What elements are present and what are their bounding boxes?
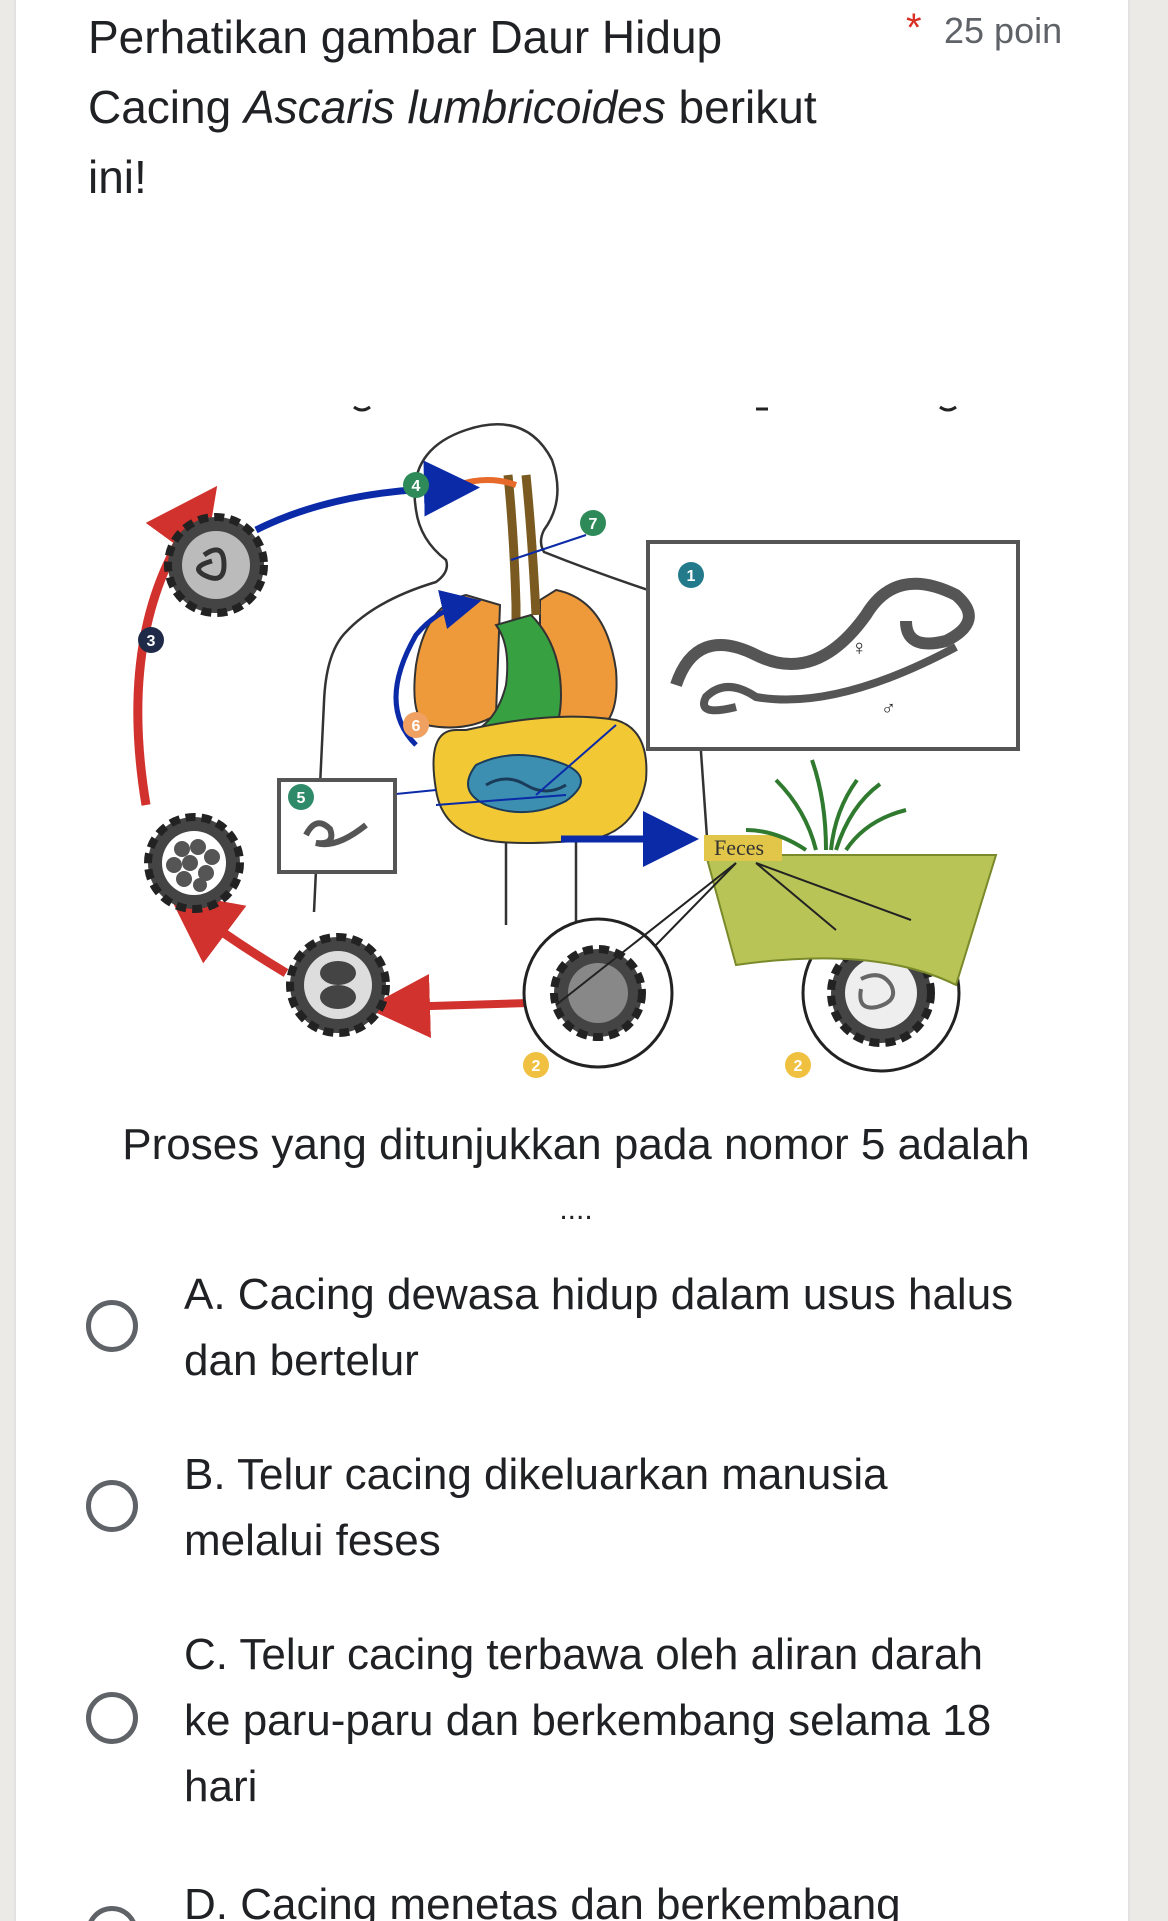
label-1: 1 bbox=[678, 562, 704, 588]
prompt-line2: .... bbox=[559, 1193, 593, 1226]
arrow-to-lungs bbox=[393, 590, 482, 747]
svg-text:1: 1 bbox=[687, 568, 696, 585]
label-2b: 2 bbox=[785, 1052, 811, 1078]
option-label: B. Telur cacing dikeluarkan manusia mela… bbox=[184, 1442, 1054, 1574]
required-asterisk: * bbox=[906, 6, 922, 50]
soil bbox=[704, 854, 998, 987]
egg-unembryonated bbox=[522, 917, 674, 1069]
arrow-to-egg-multicell bbox=[167, 891, 289, 977]
option-text: dan bertelur bbox=[184, 1336, 419, 1385]
question-prompt: Proses yang ditunjukkan pada nomor 5 ada… bbox=[76, 1110, 1076, 1240]
svg-text:5: 5 bbox=[297, 790, 306, 807]
svg-text:7: 7 bbox=[589, 516, 598, 533]
option-text: hari bbox=[184, 1762, 258, 1811]
question-card: Perhatikan gambar Daur Hidup Cacing Asca… bbox=[14, 0, 1130, 1921]
option-text: A. Cacing dewasa hidup dalam usus halus bbox=[184, 1270, 1014, 1319]
svg-text:6: 6 bbox=[412, 718, 421, 735]
species-name: Ascaris lumbricoides bbox=[243, 81, 666, 133]
label-2: 2 bbox=[523, 1052, 549, 1078]
egg-two-cell bbox=[286, 933, 390, 1037]
adult-worm bbox=[700, 643, 958, 715]
option-d[interactable]: D. Cacing menetas dan berkembang bbox=[86, 1872, 1086, 1921]
label-5: 5 bbox=[288, 784, 314, 810]
title-text: berikut bbox=[665, 81, 817, 133]
adult-worm bbox=[670, 577, 975, 688]
grass bbox=[745, 759, 907, 852]
svg-text:4: 4 bbox=[412, 478, 421, 495]
title-text: Cacing bbox=[88, 81, 244, 133]
svg-text:2: 2 bbox=[794, 1058, 803, 1075]
ascaris-lifecycle-diagram: Feces ♀ ♂ 4 7 1 3 6 5 2 2 bbox=[133, 405, 1020, 1078]
feces-label: Feces bbox=[714, 835, 764, 860]
option-text: B. Telur cacing dikeluarkan manusia bbox=[184, 1450, 888, 1499]
option-label: C. Telur cacing terbawa oleh aliran dara… bbox=[184, 1622, 1054, 1820]
female-symbol: ♀ bbox=[851, 635, 868, 660]
human-body-outline bbox=[312, 423, 710, 925]
option-text: melalui feses bbox=[184, 1516, 441, 1565]
option-b[interactable]: B. Telur cacing dikeluarkan manusia mela… bbox=[86, 1442, 1086, 1582]
radio-button[interactable] bbox=[86, 1300, 138, 1352]
male-symbol: ♂ bbox=[881, 698, 896, 720]
option-text: C. Telur cacing terbawa oleh aliran dara… bbox=[184, 1630, 983, 1679]
question-title: Perhatikan gambar Daur Hidup Cacing Asca… bbox=[88, 2, 878, 212]
option-c[interactable]: C. Telur cacing terbawa oleh aliran dara… bbox=[86, 1622, 1086, 1832]
radio-button[interactable] bbox=[86, 1480, 138, 1532]
question-title-line1: Perhatikan gambar Daur Hidup bbox=[88, 11, 723, 63]
lungs bbox=[413, 593, 502, 729]
egg-morula bbox=[144, 813, 244, 913]
label-7: 7 bbox=[580, 510, 606, 536]
radio-button[interactable] bbox=[86, 1906, 138, 1921]
points-label: 25 poin bbox=[944, 10, 1063, 51]
option-a[interactable]: A. Cacing dewasa hidup dalam usus halus … bbox=[86, 1262, 1086, 1402]
question-title-line2: Cacing Ascaris lumbricoides berikut bbox=[88, 72, 878, 142]
arrow-to-egg-2cell bbox=[366, 974, 529, 1039]
option-label: A. Cacing dewasa hidup dalam usus halus … bbox=[184, 1262, 1054, 1394]
question-title-line3: ini! bbox=[88, 151, 147, 203]
label-6: 6 bbox=[403, 712, 429, 738]
feces-patch bbox=[704, 835, 782, 861]
egg-larva bbox=[164, 513, 268, 617]
svg-text:2: 2 bbox=[532, 1058, 541, 1075]
option-text: ke paru-paru dan berkembang selama 18 bbox=[184, 1696, 992, 1745]
label-3: 3 bbox=[138, 627, 164, 653]
label-4: 4 bbox=[403, 472, 429, 498]
radio-button[interactable] bbox=[86, 1692, 138, 1744]
prompt-line1: Proses yang ditunjukkan pada nomor 5 ada… bbox=[122, 1120, 1030, 1169]
larva bbox=[303, 820, 368, 848]
svg-text:3: 3 bbox=[147, 633, 156, 650]
option-label: D. Cacing menetas dan berkembang bbox=[184, 1872, 1054, 1921]
option-text: D. Cacing menetas dan berkembang bbox=[184, 1880, 901, 1921]
